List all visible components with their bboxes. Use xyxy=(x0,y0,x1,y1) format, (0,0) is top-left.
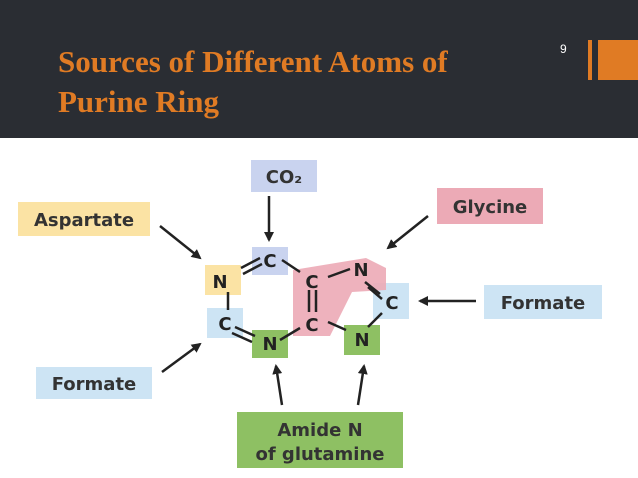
co2-label: CO₂ xyxy=(266,167,302,188)
accent-bar-thin xyxy=(588,40,592,80)
glycine-arrow xyxy=(386,215,429,250)
page-number: 9 xyxy=(560,42,567,56)
formate-right-box xyxy=(484,285,602,319)
slide-title: Sources of Different Atoms of Purine Rin… xyxy=(58,44,448,119)
formate-left-arrow xyxy=(161,342,202,374)
slide-header xyxy=(0,0,638,138)
co2-box xyxy=(251,160,317,192)
aspartate-arrow xyxy=(159,225,202,260)
formate-right-label: Formate xyxy=(501,293,586,314)
glycine-highlight xyxy=(293,258,386,336)
atom-n7: N xyxy=(353,260,368,281)
atom-n9: N xyxy=(354,330,369,351)
n1-highlight xyxy=(205,265,241,295)
atom-n3: N xyxy=(262,334,277,355)
formate-left-box xyxy=(36,367,152,399)
glycine-label: Glycine xyxy=(453,197,528,218)
atom-c4: C xyxy=(305,315,318,336)
c6-highlight xyxy=(207,308,243,338)
amide-arrow-right xyxy=(356,364,368,406)
amide-box xyxy=(237,412,403,468)
atom-c8: C xyxy=(385,293,398,314)
amide-arrow-left xyxy=(272,364,284,406)
atom-c2: C xyxy=(263,251,276,272)
accent-bar-thick xyxy=(598,40,638,80)
amide-label-line1: Amide N xyxy=(277,420,362,441)
n3-highlight xyxy=(252,330,288,358)
aspartate-box xyxy=(18,202,150,236)
glycine-box xyxy=(437,188,543,224)
ring-bonds xyxy=(226,256,383,344)
aspartate-label: Aspartate xyxy=(34,210,134,231)
n9-highlight xyxy=(344,325,380,355)
atom-c5: C xyxy=(305,272,318,293)
formate-left-label: Formate xyxy=(52,374,137,395)
atom-c6: C xyxy=(218,314,231,335)
amide-label-line2: of glutamine xyxy=(255,444,384,465)
atom-n1: N xyxy=(212,272,227,293)
